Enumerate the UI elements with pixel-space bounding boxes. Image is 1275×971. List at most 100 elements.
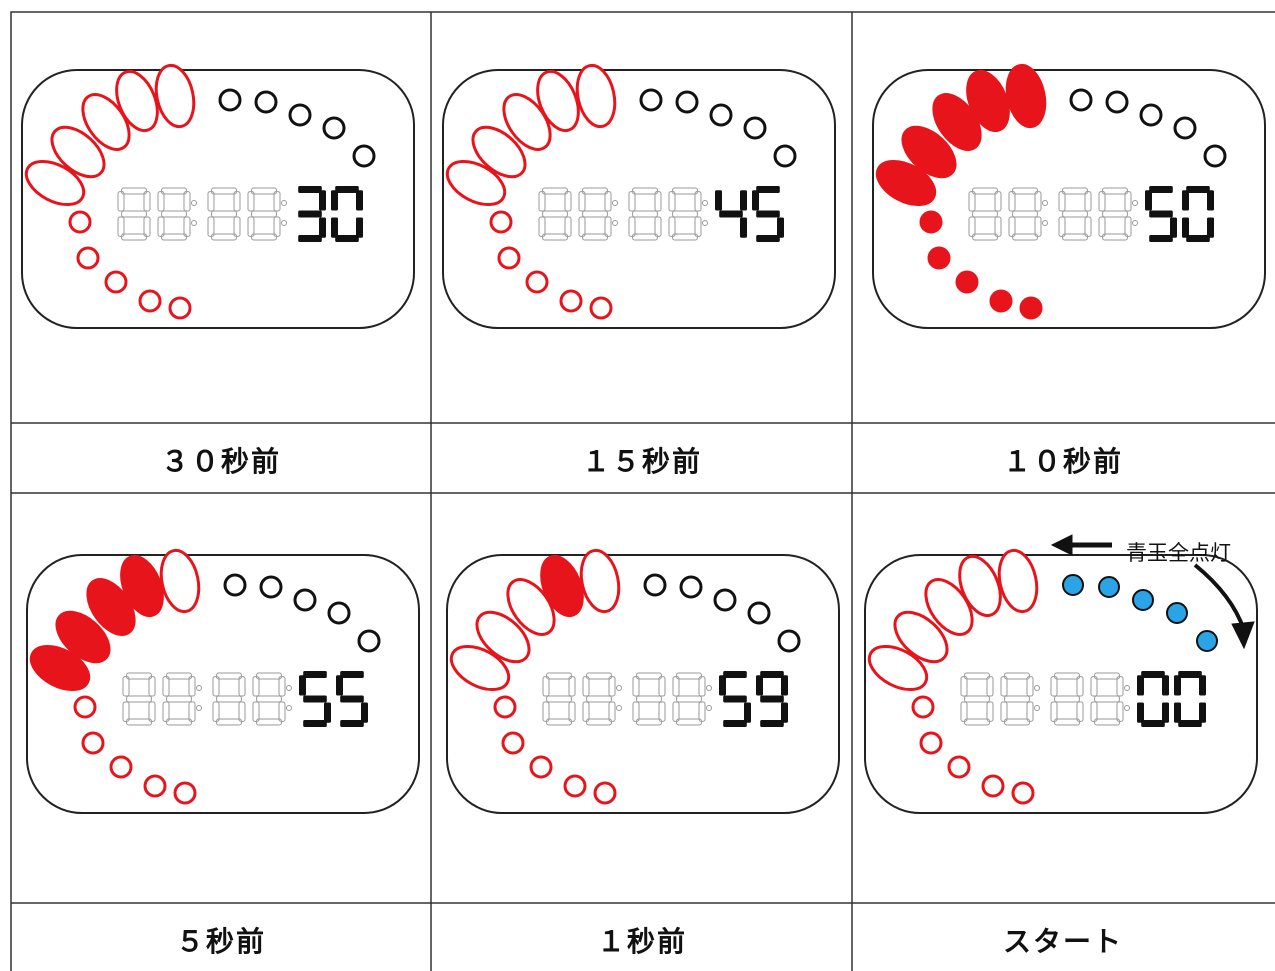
ring-ellipse [997,548,1039,614]
unlit-segment [1090,676,1098,697]
unlit-segment [1054,695,1080,703]
ring-dot [493,695,517,719]
unlit-segment [676,718,702,726]
unlit-segment [628,216,636,237]
ring-dot [919,731,943,755]
colon-dot [1042,220,1048,226]
seven-segment-display [542,671,788,727]
unlit-segment [251,233,277,241]
unlit-segment [694,191,702,212]
digit-segment [715,190,722,211]
unlit-segment [1062,187,1088,195]
lamp [709,103,733,127]
unlit-segment [233,191,241,212]
colon-dot [702,220,708,226]
unlit-segment [994,216,1002,237]
curved-arrow-head [1231,621,1255,650]
unlit-segment [273,191,281,212]
digit-segment [756,235,780,242]
caption-15s: １５秒前 [581,445,702,478]
digit-segment [303,695,327,703]
digit-segment [1182,217,1189,238]
digit-segment [1186,235,1210,242]
unlit-segment [233,216,241,237]
unlit-segment [256,672,282,680]
unlit-segment [1050,701,1058,722]
unlit-segment [632,676,640,697]
lamp [773,144,797,168]
unlit-segment [1098,216,1106,237]
lamp [743,116,767,140]
colon-dot [1124,705,1130,711]
unlit-segment [121,233,147,241]
caption-5s: ５秒前 [175,925,266,958]
digit-segment [781,702,788,723]
unlit-segment [1076,676,1084,697]
digit-segment [1174,675,1181,696]
colon-dot [1034,685,1040,691]
unlit-segment [1062,233,1088,241]
ring-dot [1011,781,1035,805]
unlit-segment [1116,701,1124,722]
digit-segment [760,720,784,727]
digit-segment [781,675,788,696]
display-panel [872,63,1266,329]
unlit-segment [278,676,286,697]
digit-segment [756,186,780,193]
unlit-segment [632,187,658,195]
digit-segment [1207,217,1214,238]
unlit-segment [578,191,586,212]
lamp [1062,574,1084,596]
unlit-segment [216,695,242,703]
ring-dot [81,731,105,755]
unlit-segment [668,216,676,237]
unlit-segment [121,210,147,218]
lamp [1098,576,1120,598]
lamp [643,573,667,597]
ring-ellipse [893,610,949,664]
seven-segment-display [122,671,368,727]
lamp [327,601,351,625]
ring-dot [168,296,192,320]
unlit-segment [994,191,1002,212]
ring-dot [173,781,197,805]
digit-segment [1145,190,1152,211]
colon-dot [1132,220,1138,226]
unlit-segment [161,233,187,241]
unlit-segment [1054,672,1080,680]
ring-ellipse [115,69,159,133]
ring-ellipse [24,159,86,207]
unlit-segment [632,701,640,722]
unlit-segment [1058,216,1066,237]
unlit-segment [161,187,187,195]
lamp [777,629,801,653]
unlit-segment [604,216,612,237]
unlit-segment [658,701,666,722]
unlit-segment [542,701,550,722]
unlit-segment [972,210,998,218]
ring-dot [489,210,513,234]
unlit-segment [564,191,572,212]
unlit-segment [672,210,698,218]
lamp [1196,630,1218,652]
display-panel [442,63,836,329]
unlit-segment [211,187,237,195]
unlit-segment [972,233,998,241]
unlit-segment [1054,718,1080,726]
colon-dot [196,705,202,711]
unlit-segment [212,676,220,697]
unlit-segment [126,695,152,703]
caption-30s: ３０秒前 [160,445,281,478]
ring-ellipse [154,63,196,129]
digit-segment [1199,702,1206,723]
ring-dot [529,755,553,779]
ring-dot [981,774,1005,798]
ring-ellipse [471,125,527,179]
ring-dot [927,246,951,270]
digit-segment [744,702,751,723]
colon-dot [1132,200,1138,206]
unlit-segment [542,676,550,697]
unlit-segment [157,191,165,212]
unlit-segment [1098,191,1106,212]
unlit-segment [698,701,706,722]
